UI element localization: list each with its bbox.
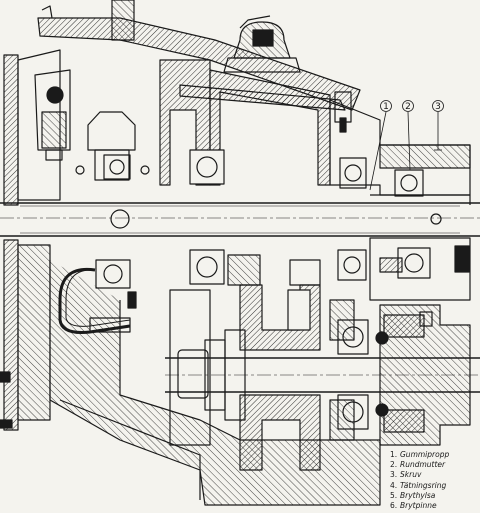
svg-text:1: 1 bbox=[383, 102, 389, 112]
legend-item: 1.Gummipropp bbox=[390, 450, 450, 459]
legend-item: 3.Skruv bbox=[390, 470, 422, 480]
output-flange bbox=[375, 304, 471, 446]
legend-item: 6.Brytpinne bbox=[390, 501, 437, 511]
legend-item: 2.Rundmutter bbox=[390, 460, 446, 470]
legend-item: 4.Tätningsring bbox=[390, 480, 447, 490]
rear-cover bbox=[369, 194, 471, 301]
legend-item: 5.Brythylsa bbox=[390, 490, 436, 500]
callout-2: 2 bbox=[402, 100, 414, 112]
interlock-mechanism bbox=[34, 69, 150, 181]
callout-1: 1 bbox=[380, 100, 392, 112]
parts-legend: 1.Gummipropp 2.Rundmutter 3.Skruv 4.Tätn… bbox=[390, 450, 478, 511]
upper-bearings bbox=[103, 149, 424, 197]
lower-housing bbox=[49, 260, 381, 506]
countershaft-gears bbox=[227, 254, 355, 471]
svg-text:2: 2 bbox=[405, 102, 411, 112]
left-housing bbox=[0, 49, 61, 431]
callout-leaders bbox=[369, 111, 442, 191]
main-shaft bbox=[0, 202, 480, 237]
breather-cap bbox=[223, 15, 301, 73]
callout-3: 3 bbox=[432, 100, 444, 112]
svg-text:3: 3 bbox=[435, 102, 441, 112]
